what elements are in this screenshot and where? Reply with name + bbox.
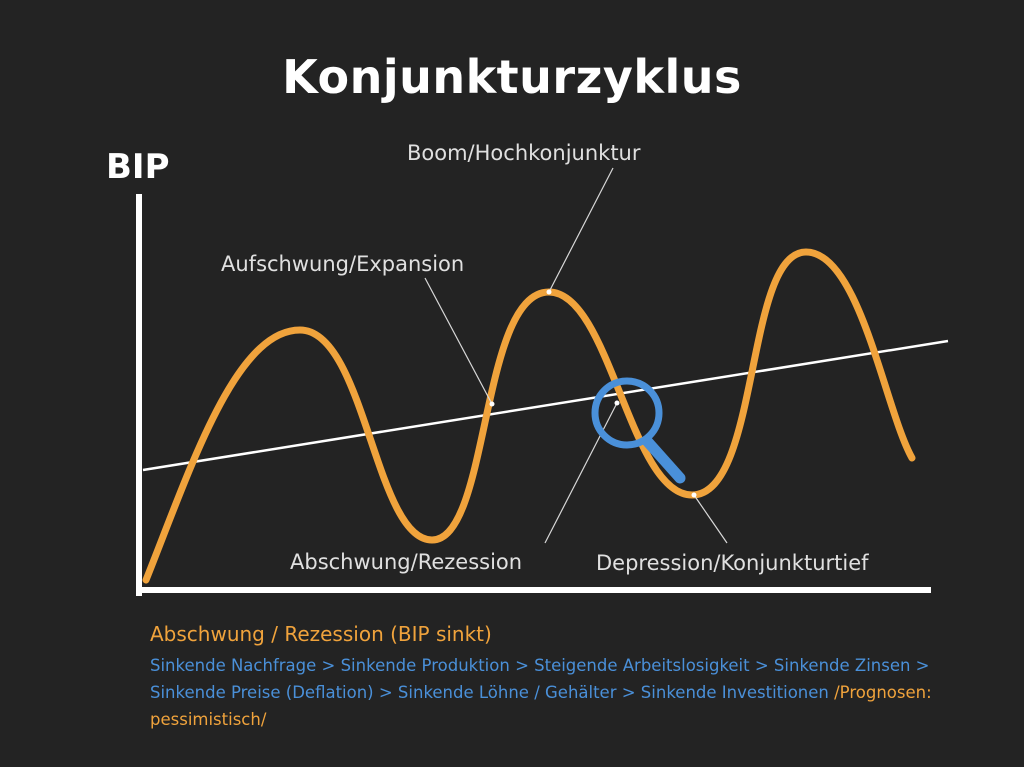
recession-leader-line (544, 402, 618, 544)
trend-line (142, 339, 949, 472)
depression-marker (691, 492, 697, 498)
boom-marker (546, 289, 552, 295)
recession-marker (614, 400, 620, 406)
phase-label-recession: Abschwung/Rezession (290, 550, 522, 574)
caption-outlook: /Prognosen: pessimistisch/ (150, 683, 932, 729)
page-title: Konjunkturzyklus (282, 50, 742, 104)
phase-label-depression: Depression/Konjunkturtief (596, 551, 869, 575)
boom-leader-line (548, 167, 614, 293)
caption-heading: Abschwung / Rezession (BIP sinkt) (150, 622, 492, 646)
business-cycle-curve (142, 248, 916, 584)
magnifying-glass-icon (591, 377, 686, 484)
phase-label-boom: Boom/Hochkonjunktur (407, 141, 641, 165)
expansion-marker (489, 401, 495, 407)
caption-body: Sinkende Nachfrage > Sinkende Produktion… (150, 652, 970, 733)
phase-label-expansion: Aufschwung/Expansion (221, 252, 464, 276)
depression-leader-line (693, 494, 728, 544)
y-axis-label: BIP (106, 147, 169, 187)
caption: Abschwung / Rezession (BIP sinkt) Sinken… (150, 622, 970, 733)
caption-chain: Sinkende Nachfrage > Sinkende Produktion… (150, 656, 930, 702)
expansion-leader-line (424, 277, 493, 405)
